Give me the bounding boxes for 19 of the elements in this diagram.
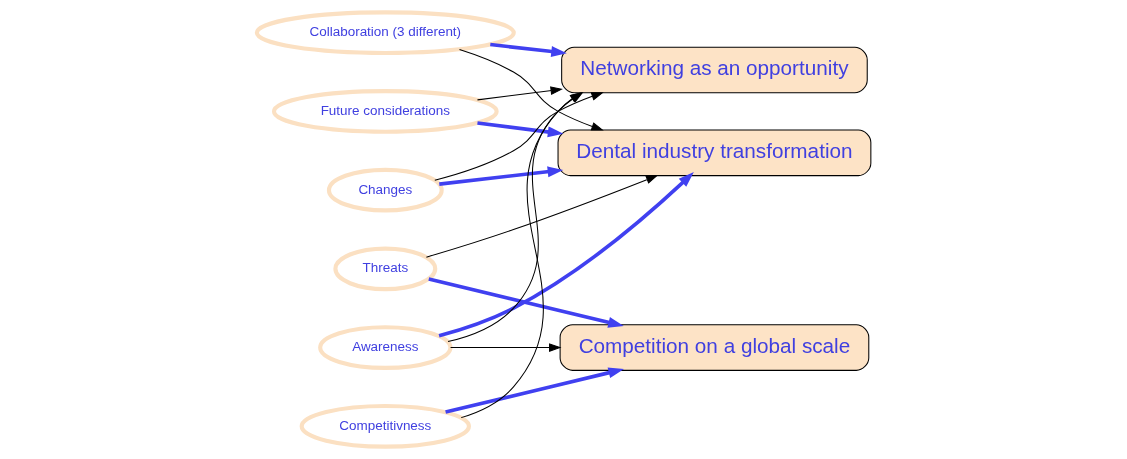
node-ellipse: Competitivness (299, 403, 471, 449)
arrow (449, 343, 561, 352)
node-box: Dental industry transformation (557, 129, 871, 177)
arrow (427, 277, 624, 328)
node-ellipse: Collaboration (3 different) (254, 10, 516, 56)
arrow (458, 49, 604, 131)
node-ellipse: Threats (332, 246, 437, 292)
arrow (438, 172, 694, 338)
arrow (476, 121, 563, 138)
arrow (476, 86, 563, 101)
arrow (438, 166, 563, 186)
arrow (444, 367, 624, 414)
node-ellipse: Future considerations (271, 89, 499, 134)
node-ellipse: Changes (326, 167, 444, 213)
arrow (489, 42, 567, 57)
arrow (425, 175, 658, 258)
node-ellipse: Awareness (317, 325, 452, 370)
node-box: Networking as an opportunity (560, 46, 868, 94)
node-box: Competition on a global scale (559, 324, 869, 371)
